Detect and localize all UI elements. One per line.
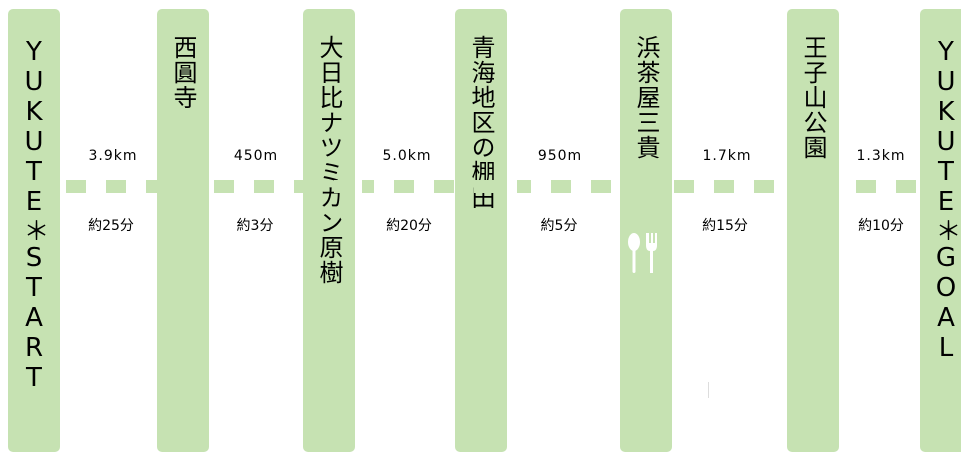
stop-natsumikan: 大日比ナツミカン原樹	[303, 9, 355, 452]
dash	[474, 180, 494, 193]
leg-time: 約3分	[236, 218, 274, 234]
dash	[896, 180, 916, 193]
stop-goal: YUKUTE＊GOAL	[920, 9, 961, 452]
dash	[517, 180, 531, 193]
dash	[631, 180, 651, 193]
leg-time: 約10分	[858, 218, 904, 234]
leg-time: 約15分	[702, 218, 748, 234]
leg-time: 約5分	[540, 218, 578, 234]
leg-distance: 950m	[537, 148, 583, 164]
stop-label-nishi: 西圓寺	[169, 35, 197, 110]
dash	[794, 180, 814, 193]
stop-label-goal: YUKUTE＊GOAL	[931, 37, 961, 363]
leg-time: 約25分	[88, 218, 134, 234]
dash	[394, 180, 414, 193]
leg-dashes	[66, 180, 194, 193]
dash	[362, 180, 374, 193]
stop-label-ojiyama: 王子山公園	[799, 35, 827, 160]
leg-dashes	[214, 180, 343, 193]
dash	[186, 180, 194, 193]
dash	[714, 180, 734, 193]
dash	[146, 180, 166, 193]
dash	[754, 180, 774, 193]
leg-distance: 5.0km	[382, 148, 432, 164]
dash	[66, 180, 86, 193]
stop-nishi: 西圓寺	[157, 9, 209, 452]
leg-dashes	[856, 180, 916, 193]
stop-label-hamachaya: 浜茶屋三貴	[632, 35, 660, 160]
leg-distance: 3.9km	[88, 148, 138, 164]
stop-start: YUKUTE＊START	[8, 9, 60, 452]
dash	[334, 180, 343, 193]
leg-dashes	[362, 180, 494, 193]
dash	[106, 180, 126, 193]
dash	[254, 180, 274, 193]
leg-distance: 450m	[233, 148, 279, 164]
dash	[434, 180, 454, 193]
dash	[856, 180, 876, 193]
leg-dashes	[674, 180, 814, 193]
dash	[214, 180, 234, 193]
stop-ojiyama: 王子山公園	[787, 9, 839, 452]
fork-spoon-icon	[628, 233, 657, 273]
stop-label-start: YUKUTE＊START	[19, 37, 49, 393]
leg-time: 約20分	[386, 218, 432, 234]
dash	[591, 180, 611, 193]
leg-distance: 1.3km	[856, 148, 906, 164]
divider	[706, 382, 709, 398]
stop-label-natsumikan: 大日比ナツミカン原樹	[315, 35, 343, 285]
dash	[551, 180, 571, 193]
stop-hamachaya: 浜茶屋三貴	[620, 9, 672, 452]
dash	[674, 180, 694, 193]
leg-distance: 1.7km	[702, 148, 752, 164]
dash	[294, 180, 314, 193]
stop-tanada: 青海地区の棚田	[455, 9, 507, 452]
leg-dashes	[517, 180, 651, 193]
